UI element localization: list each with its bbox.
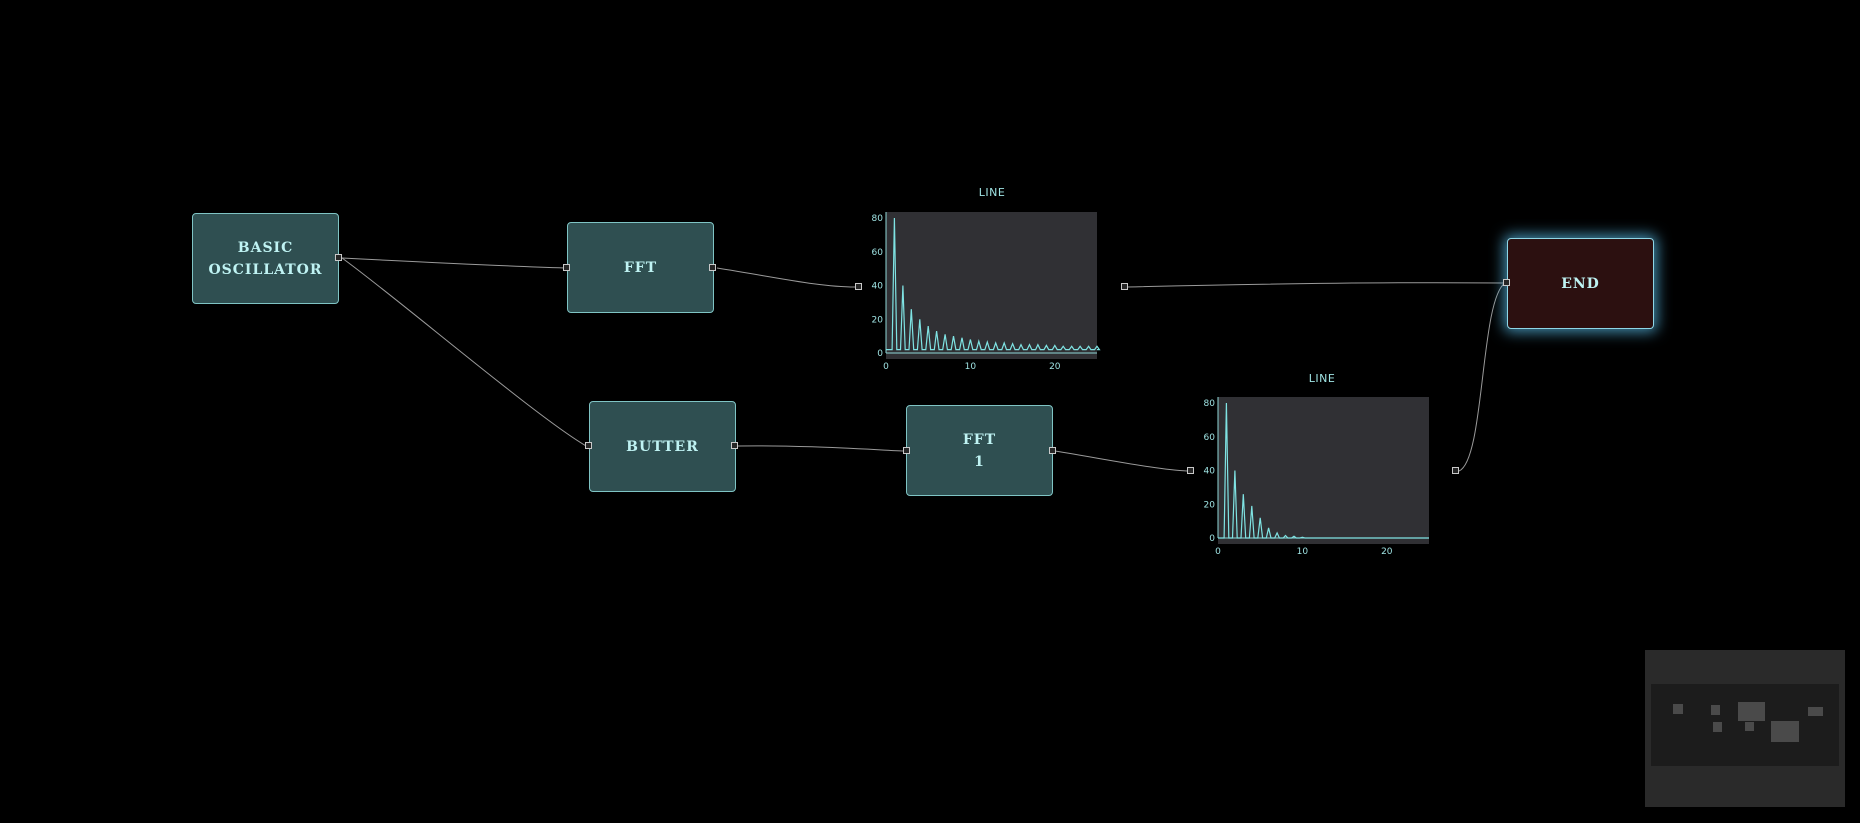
- series-line: [886, 217, 1101, 351]
- minimap-node: [1713, 722, 1722, 732]
- x-tick-label: 20: [1049, 362, 1061, 372]
- plot-1-output-port[interactable]: [1121, 283, 1128, 290]
- end-label: END: [1561, 275, 1600, 292]
- x-tick-label: 0: [1215, 547, 1221, 557]
- minimap-node: [1673, 704, 1683, 714]
- y-tick-label: 20: [1204, 500, 1216, 510]
- butter-output-port[interactable]: [731, 442, 738, 449]
- edge-fft-plot1[interactable]: [716, 267, 856, 288]
- butter-input-port[interactable]: [585, 442, 592, 449]
- y-tick-label: 40: [872, 282, 884, 292]
- plot-1-title: LINE: [978, 186, 1006, 199]
- edge-plot2-end[interactable]: [1458, 282, 1506, 472]
- fft-output-port[interactable]: [709, 264, 716, 271]
- fft-1-output-port[interactable]: [1049, 447, 1056, 454]
- edge-oscillator-fft[interactable]: [341, 257, 566, 269]
- end-input-port[interactable]: [1503, 279, 1510, 286]
- basic-oscillator-label: BASIC OSCILLATOR: [208, 239, 323, 278]
- minimap-node: [1711, 705, 1720, 715]
- oscillator-output-port[interactable]: [335, 254, 342, 261]
- plot-background: [1218, 397, 1429, 544]
- fft-1-label: FFT 1: [962, 431, 997, 470]
- plot-1-input-port[interactable]: [855, 283, 862, 290]
- line-plot-1[interactable]: 0 20 40 60 80 0 10 20: [872, 212, 1101, 372]
- fft-input-port[interactable]: [563, 264, 570, 271]
- edge-plot1-end[interactable]: [1126, 282, 1506, 288]
- x-tick-label: 0: [883, 362, 889, 372]
- y-tick-label: 80: [872, 214, 884, 224]
- y-tick-label: 40: [1204, 467, 1216, 477]
- fft-node[interactable]: FFT: [567, 222, 714, 313]
- edge-butter-fft1[interactable]: [737, 445, 904, 452]
- y-tick-label: 60: [1204, 433, 1216, 443]
- minimap-node: [1738, 702, 1765, 721]
- plot-2-title: LINE: [1308, 372, 1336, 385]
- edge-oscillator-butter[interactable]: [341, 257, 589, 448]
- plot-2-output-port[interactable]: [1452, 467, 1459, 474]
- butter-label: BUTTER: [626, 438, 699, 455]
- line-plot-2[interactable]: 0 20 40 60 80 0 10 20: [1204, 397, 1429, 557]
- y-tick-label: 60: [872, 248, 884, 258]
- y-tick-label: 80: [1204, 399, 1216, 409]
- x-tick-label: 10: [965, 362, 977, 372]
- series-line: [1218, 402, 1429, 539]
- end-node[interactable]: END: [1507, 238, 1654, 329]
- minimap-node: [1808, 707, 1823, 716]
- edges: [341, 257, 1506, 472]
- edge-fft1-plot2[interactable]: [1054, 450, 1188, 472]
- x-tick-label: 20: [1381, 547, 1393, 557]
- minimap-node: [1771, 721, 1799, 742]
- fft-label: FFT: [623, 259, 658, 276]
- basic-oscillator-node[interactable]: BASIC OSCILLATOR: [192, 213, 339, 304]
- minimap-node: [1745, 722, 1754, 731]
- x-tick-label: 10: [1297, 547, 1309, 557]
- y-tick-label: 20: [872, 315, 884, 325]
- fft-1-node[interactable]: FFT 1: [906, 405, 1053, 496]
- y-tick-label: 0: [877, 349, 883, 359]
- minimap[interactable]: [1645, 650, 1845, 807]
- fft-1-input-port[interactable]: [903, 447, 910, 454]
- plot-2-input-port[interactable]: [1187, 467, 1194, 474]
- plot-background: [886, 212, 1097, 359]
- y-tick-label: 0: [1209, 534, 1215, 544]
- butter-node[interactable]: BUTTER: [589, 401, 736, 492]
